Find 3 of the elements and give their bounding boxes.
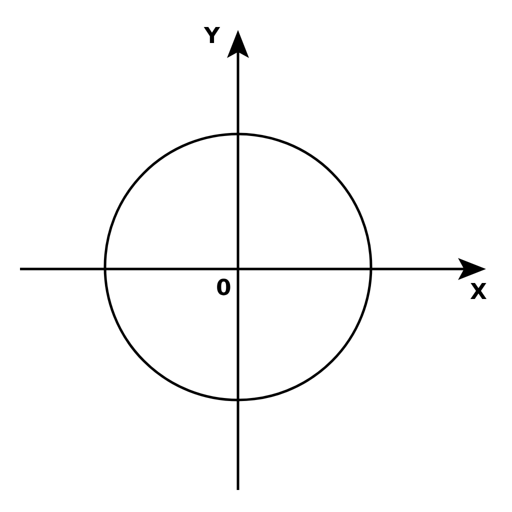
axis-label: X [470,282,487,304]
axis-label: Y [204,26,220,48]
axis-label: 0 [216,278,232,300]
